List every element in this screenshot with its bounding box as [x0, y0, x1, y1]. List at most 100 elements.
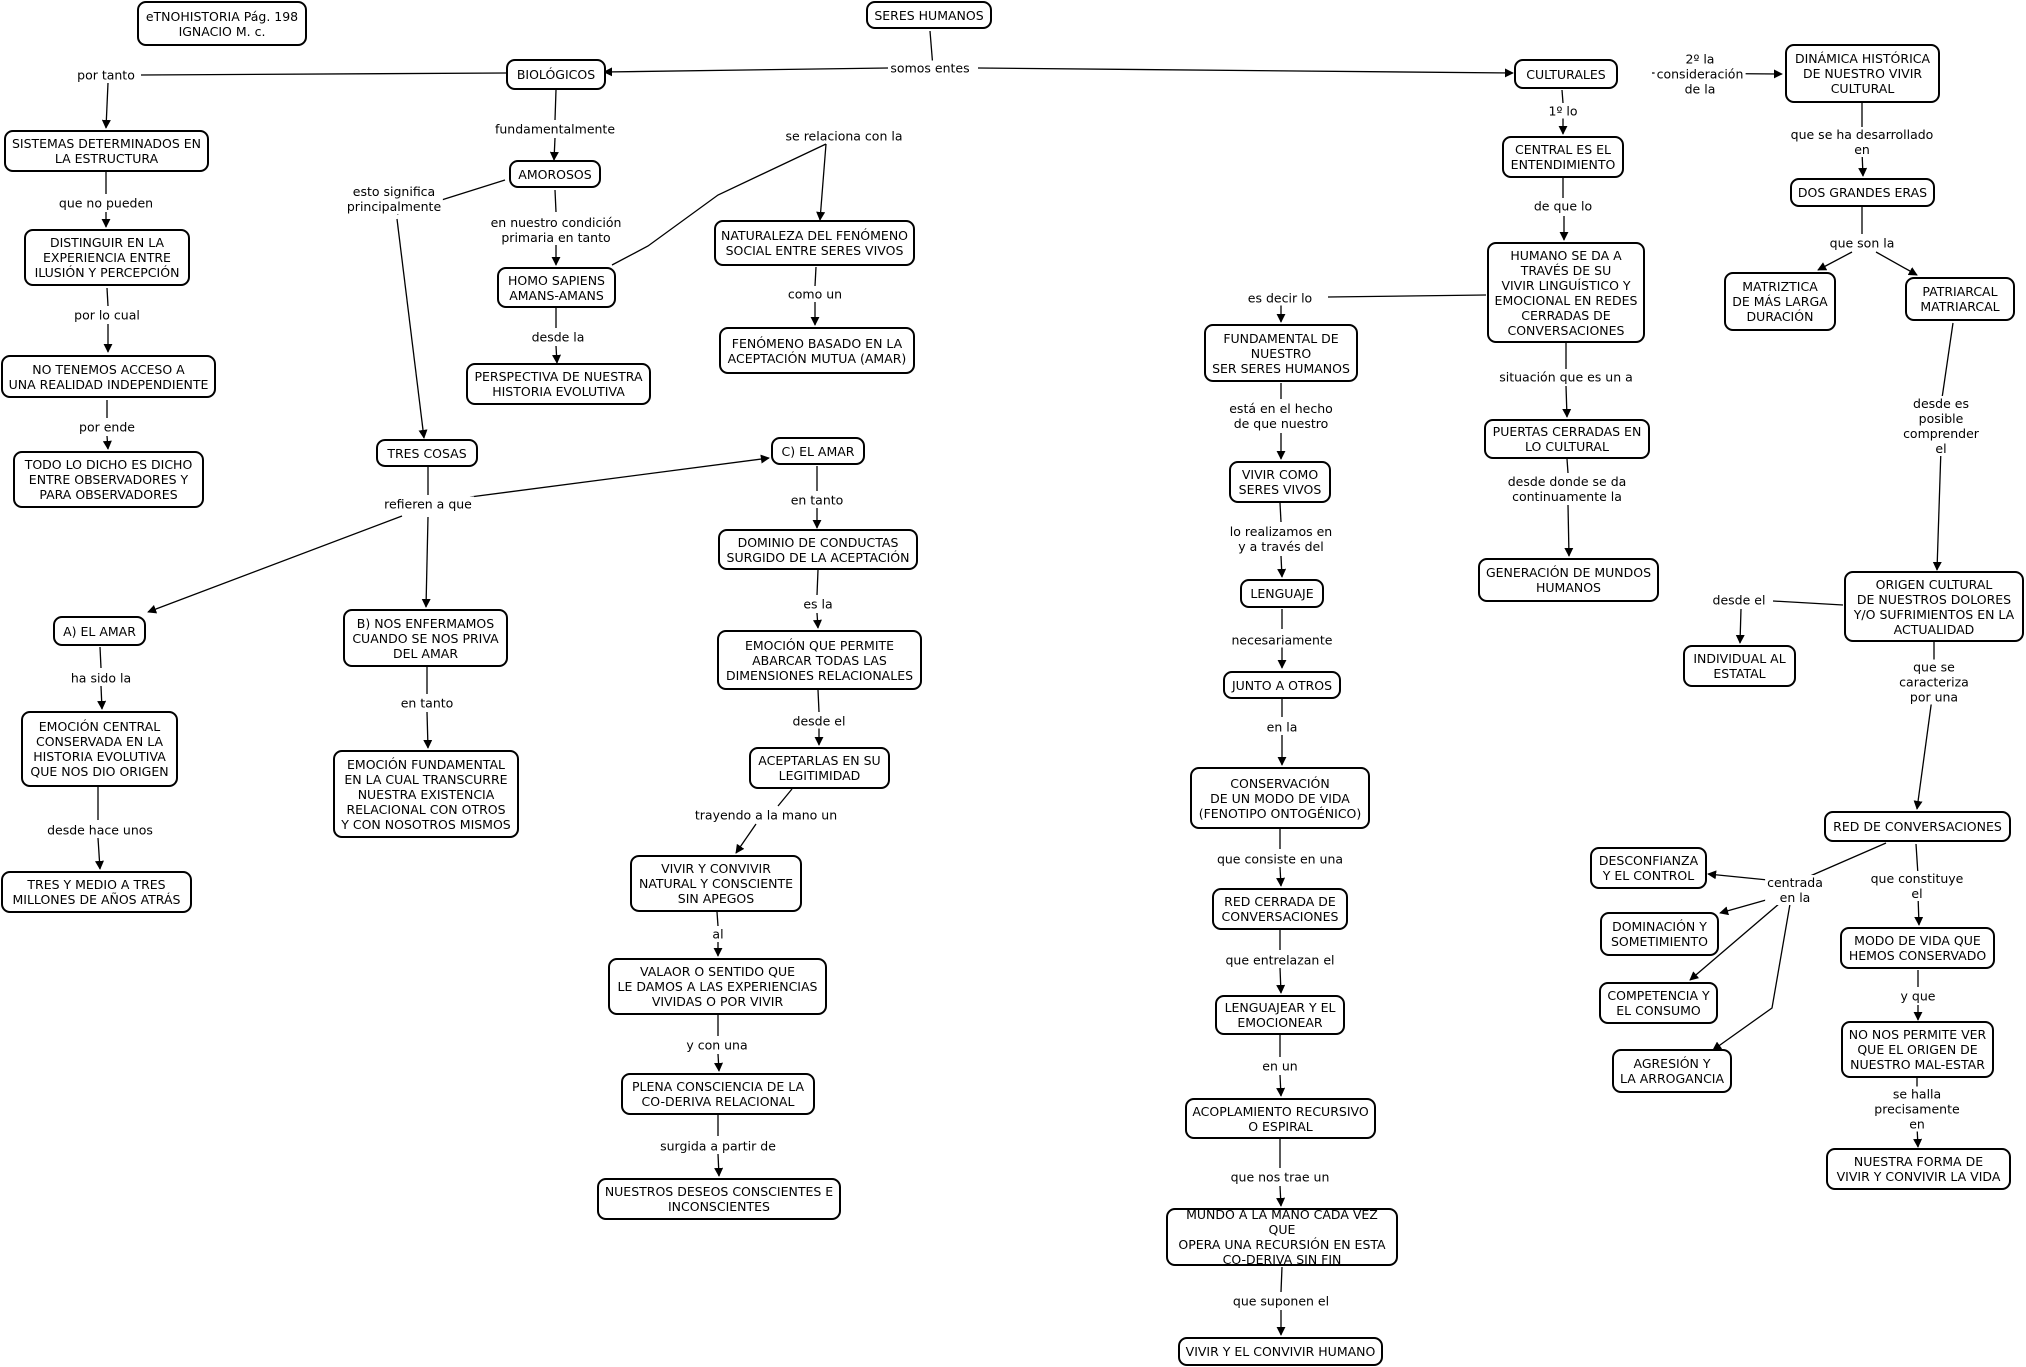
- node-naturaleza: NATURALEZA DEL FENÓMENO SOCIAL ENTRE SER…: [714, 220, 915, 266]
- link-label: que consiste en una: [1214, 851, 1346, 867]
- connector: [1566, 458, 1569, 474]
- node-lenguajear: LENGUAJEAR Y EL EMOCIONEAR: [1215, 995, 1345, 1035]
- link-label: es decir lo: [1245, 290, 1315, 306]
- node-seres-humanos: SERES HUMANOS: [866, 1, 992, 29]
- connector: [716, 911, 719, 927]
- link-label: por lo cual: [72, 307, 142, 323]
- node-emocion-permite: EMOCIÓN QUE PERMITE ABARCAR TODAS LAS DI…: [717, 630, 922, 690]
- link-label: fundamentalmente: [492, 121, 618, 137]
- link-label: que se ha desarrollado en: [1780, 127, 1944, 157]
- link-label: 2º la consideración de la: [1654, 51, 1746, 97]
- node-sistemas: SISTEMAS DETERMINADOS EN LA ESTRUCTURA: [4, 130, 209, 172]
- connector: [1913, 690, 1934, 810]
- node-generacion: GENERACIÓN DE MUNDOS HUMANOS: [1478, 558, 1659, 602]
- connector: [1562, 385, 1572, 418]
- connector: [603, 67, 889, 77]
- node-perspectiva: PERSPECTIVA DE NUESTRA HISTORIA EVOLUTIV…: [466, 363, 651, 405]
- connector: [1719, 899, 1767, 916]
- node-tres-y-medio: TRES Y MEDIO A TRES MILLONES DE AÑOS ATR…: [1, 871, 192, 913]
- connector: [816, 143, 827, 221]
- link-label: de que lo: [1531, 198, 1595, 214]
- node-homo-sapiens: HOMO SAPIENS AMANS-AMANS: [497, 267, 616, 308]
- link-label: somos entes: [888, 60, 972, 76]
- connector: [102, 435, 112, 450]
- node-no-tenemos: NO TENEMOS ACCESO A UNA REALIDAD INDEPEN…: [1, 355, 216, 398]
- node-c-el-amar: C) EL AMAR: [771, 437, 865, 465]
- connector: [101, 82, 111, 129]
- connector: [1915, 843, 1919, 876]
- node-matriztica: MATRIZTICA DE MÁS LARGA DURACIÓN: [1724, 272, 1836, 331]
- link-label: es la: [801, 596, 835, 612]
- node-distinguir: DISTINGUIR EN LA EXPERIENCIA ENTRE ILUSI…: [24, 229, 190, 286]
- link-label: desde es posible comprender el: [1898, 396, 1984, 456]
- link-label: refieren a que: [382, 496, 474, 512]
- node-mundo-a-la-mano: MUNDO A LA MANO CADA VEZ QUE OPERA UNA R…: [1166, 1207, 1398, 1267]
- connector: [1817, 251, 1853, 271]
- node-vivir-como: VIVIR COMO SERES VIVOS: [1229, 461, 1331, 503]
- node-red-de-conversaciones: RED DE CONVERSACIONES: [1824, 811, 2011, 842]
- connector: [816, 569, 819, 596]
- connector: [777, 788, 793, 807]
- link-label: que constituye el: [1862, 871, 1972, 901]
- connector: [611, 143, 827, 266]
- node-dinamica-historica: DINÁMICA HISTÓRICA DE NUESTRO VIVIR CULT…: [1785, 44, 1940, 103]
- connector: [106, 287, 109, 307]
- connector: [147, 515, 403, 614]
- connector: [1800, 842, 1887, 881]
- connector: [469, 454, 770, 498]
- connector: [814, 266, 817, 287]
- node-todo-lo-dicho: TODO LO DICHO ES DICHO ENTRE OBSERVADORE…: [13, 451, 204, 508]
- link-label: que se caracteriza por una: [1888, 659, 1980, 705]
- node-valaor: VALAOR O SENTIDO QUE LE DAMOS A LAS EXPE…: [608, 958, 827, 1015]
- link-label: 1º lo: [1546, 103, 1580, 119]
- node-junto-a-otros: JUNTO A OTROS: [1223, 671, 1341, 699]
- node-individual: INDIVIDUAL AL ESTATAL: [1683, 645, 1796, 687]
- connector: [554, 189, 557, 213]
- connector: [977, 67, 1514, 78]
- connector: [1279, 502, 1282, 523]
- connector: [1712, 903, 1791, 1051]
- link-label: que suponen el: [1230, 1293, 1332, 1309]
- connector: [421, 516, 431, 608]
- connector: [812, 612, 822, 629]
- link-label: esto significa principalmente: [344, 184, 444, 214]
- node-nuestra-forma: NUESTRA FORMA DE VIVIR Y CONVIVIR LA VID…: [1826, 1148, 2011, 1190]
- node-agresion: AGRESIÓN Y LA ARROGANCIA: [1612, 1049, 1732, 1093]
- node-desconfianza: DESCONFIANZA Y EL CONTROL: [1590, 847, 1707, 889]
- source-box: eTNOHISTORIA Pág. 198 IGNACIO M. c.: [137, 1, 307, 46]
- connector: [1276, 1185, 1286, 1207]
- link-label: centrada en la: [1765, 875, 1825, 905]
- connector: [1932, 447, 1942, 571]
- link-label: trayendo a la mano un: [692, 807, 840, 823]
- connector: [1276, 967, 1286, 994]
- link-label: desde la: [529, 329, 587, 345]
- link-label: en tanto: [788, 492, 846, 508]
- link-label: y que: [1898, 988, 1938, 1004]
- node-b-nos-enfermamos: B) NOS ENFERMAMOS CUANDO SE NOS PRIVA DE…: [343, 609, 508, 667]
- link-label: se relaciona con la: [783, 128, 905, 144]
- link-label: por tanto: [75, 67, 137, 83]
- link-label: necesariamente: [1229, 632, 1335, 648]
- node-red-cerrada: RED CERRADA DE CONVERSACIONES: [1212, 888, 1348, 930]
- node-no-nos-permite: NO NOS PERMITE VER QUE EL ORIGEN DE NUES…: [1841, 1021, 1994, 1078]
- link-label: al: [710, 926, 726, 942]
- link-label: en tanto: [398, 695, 456, 711]
- node-central-entendimiento: CENTRAL ES EL ENTENDIMIENTO: [1502, 136, 1624, 178]
- connector: [1735, 608, 1745, 644]
- node-fundamental: FUNDAMENTAL DE NUESTRO SER SERES HUMANOS: [1204, 324, 1358, 382]
- link-label: que nos trae un: [1228, 1169, 1332, 1185]
- node-tres-cosas: TRES COSAS: [376, 439, 478, 467]
- connector: [396, 218, 428, 439]
- connector: [1689, 902, 1781, 981]
- link-label: se halla precisamente en: [1862, 1086, 1972, 1132]
- connector: [1564, 504, 1574, 557]
- link-label: está en el hecho de que nuestro: [1227, 401, 1335, 431]
- connector: [817, 689, 820, 713]
- node-vivir-y-convivir: VIVIR Y CONVIVIR NATURAL Y CONSCIENTE SI…: [630, 855, 802, 912]
- node-biologicos: BIOLÓGICOS: [506, 59, 606, 90]
- link-label: en nuestro condición primaria en tanto: [488, 215, 624, 245]
- node-culturales: CULTURALES: [1514, 59, 1618, 89]
- link-label: como un: [785, 286, 845, 302]
- connector: [735, 823, 757, 854]
